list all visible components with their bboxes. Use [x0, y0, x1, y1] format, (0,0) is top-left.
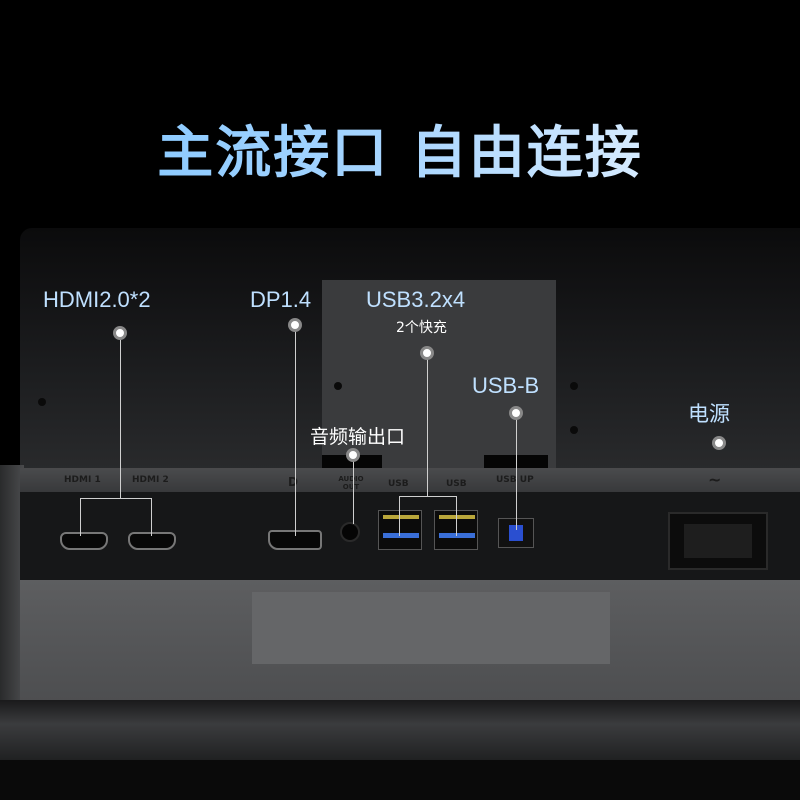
usb-callout-dot — [420, 346, 434, 360]
hdmi2-label: HDMI 2 — [132, 475, 169, 485]
callout-line — [80, 498, 81, 536]
power-callout-label: 电源 — [688, 403, 730, 426]
hdmi-callout-dot — [113, 326, 127, 340]
hdmi1-label: HDMI 1 — [64, 475, 101, 485]
callout-line — [151, 498, 152, 536]
audio-callout-dot — [346, 448, 360, 462]
callout-line — [399, 496, 400, 536]
audio-port — [340, 522, 360, 542]
callout-line — [427, 358, 428, 496]
usb-port — [378, 510, 422, 550]
lower-recess — [252, 592, 610, 664]
screw — [570, 426, 578, 434]
screw — [38, 398, 46, 406]
page-title: 主流接口 自由连接 — [0, 108, 800, 189]
usb-callout-sublabel: 2个快充 — [396, 320, 447, 336]
callout-line — [353, 460, 354, 524]
callout-line — [80, 498, 152, 499]
usb2-label: USB — [446, 479, 467, 489]
dp-logo-icon: D — [288, 475, 298, 489]
usbup-label: USB UP — [496, 475, 534, 485]
stand-recess — [322, 280, 556, 470]
hdmi1-port — [60, 532, 108, 550]
dp-callout-label: DP1.4 — [250, 287, 312, 312]
recess-slot — [322, 455, 382, 471]
power-socket — [668, 512, 768, 570]
callout-line — [456, 496, 457, 536]
callout-line — [295, 330, 296, 536]
bottom-edge — [0, 760, 800, 800]
usbb-callout-dot — [509, 406, 523, 420]
usb1-label: USB — [388, 479, 409, 489]
audio-callout-label: 音频输出口 — [310, 427, 406, 448]
callout-line — [516, 418, 517, 530]
usbb-callout-label: USB-B — [472, 373, 540, 398]
dp-callout-dot — [288, 318, 302, 332]
callout-line — [120, 340, 121, 498]
screw — [334, 382, 342, 390]
power-symbol-icon: ~ — [708, 470, 722, 489]
callout-line — [399, 496, 457, 497]
usb-callout-label: USB3.2x4 — [366, 287, 466, 312]
hdmi2-port — [128, 532, 176, 550]
bottom-bezel — [0, 700, 800, 760]
screw — [570, 382, 578, 390]
hdmi-callout-label: HDMI2.0*2 — [43, 287, 151, 312]
audio-label: AUDIO OUT — [338, 475, 364, 491]
power-callout-dot — [712, 436, 726, 450]
port-label-band — [20, 468, 800, 492]
